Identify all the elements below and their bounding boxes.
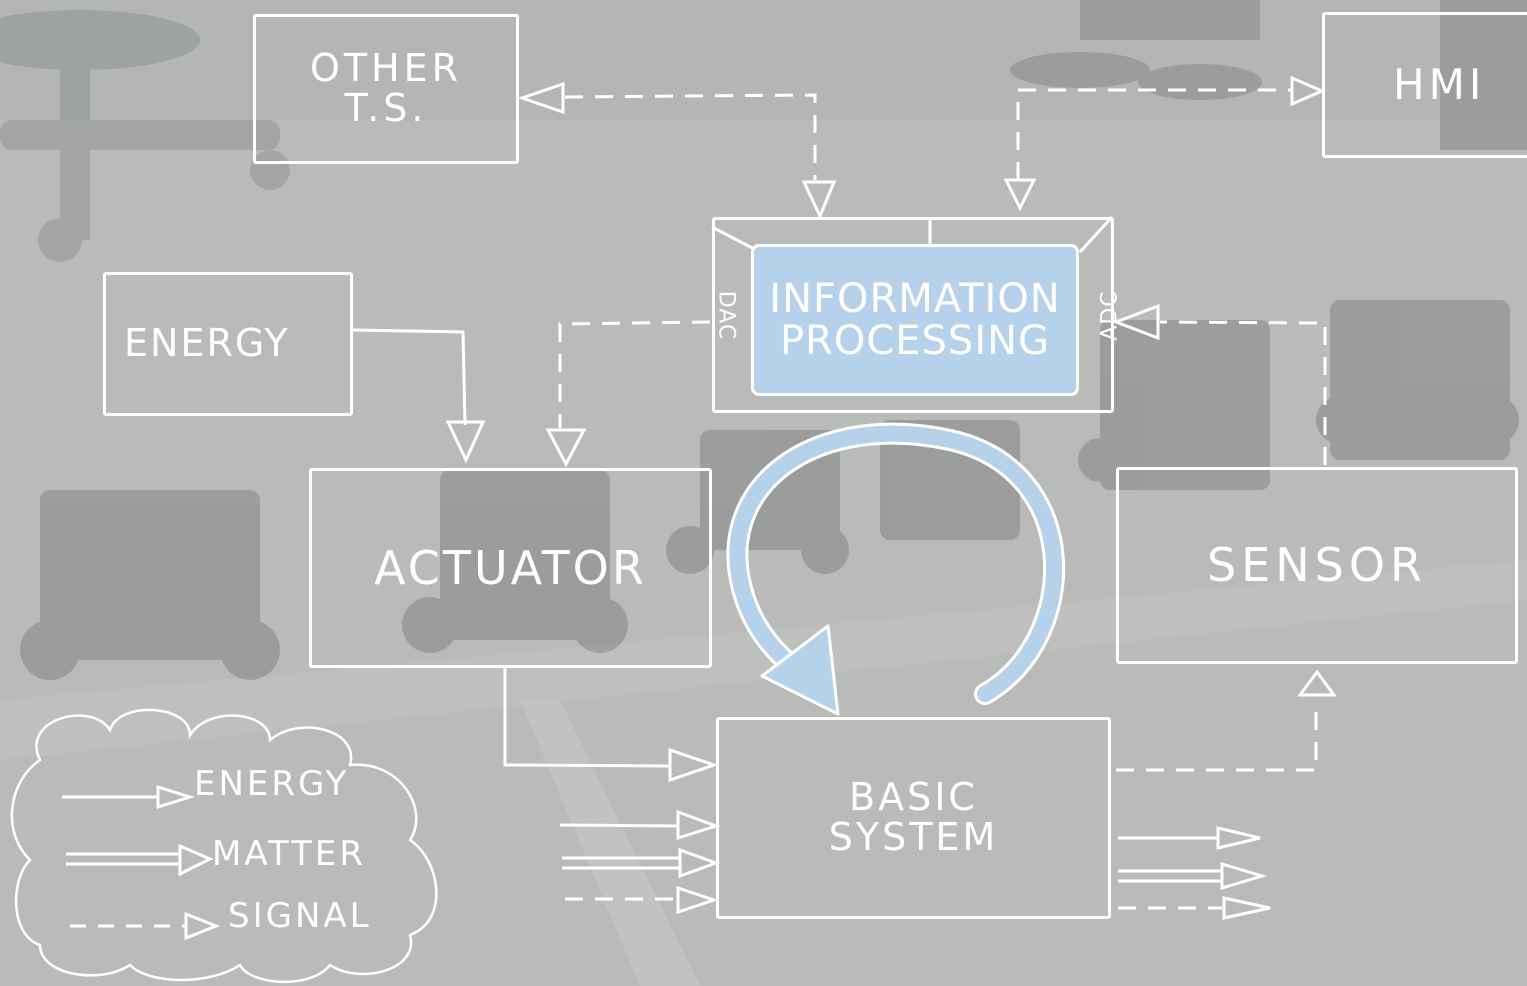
information-processing-box: INFORMATION PROCESSING DAC ADC xyxy=(712,217,1114,413)
energy-label: ENERGY xyxy=(124,324,290,364)
information-processing-core: INFORMATION PROCESSING xyxy=(751,244,1079,396)
legend-signal-label: SIGNAL xyxy=(228,896,372,936)
other-ts-box: OTHER T.S. xyxy=(253,14,519,164)
legend-matter-label: MATTER xyxy=(212,834,366,874)
basic-label-line2: SYSTEM xyxy=(829,818,998,858)
other-ts-label-line2: T.S. xyxy=(310,89,462,129)
sensor-box: SENSOR xyxy=(1116,467,1518,664)
info-label-line2: PROCESSING xyxy=(780,320,1050,362)
hmi-label: HMI xyxy=(1393,63,1485,107)
energy-box: ENERGY xyxy=(103,272,353,416)
other-ts-label-line1: OTHER xyxy=(310,49,462,89)
basic-label-line1: BASIC xyxy=(829,778,998,818)
legend-energy-label: ENERGY xyxy=(194,764,349,804)
hmi-box: HMI xyxy=(1322,12,1527,158)
actuator-label: ACTUATOR xyxy=(374,544,647,592)
sensor-label: SENSOR xyxy=(1207,541,1427,589)
dac-label: DAC xyxy=(714,291,737,341)
info-label-line1: INFORMATION xyxy=(769,278,1060,320)
actuator-box: ACTUATOR xyxy=(309,468,712,668)
basic-system-box: BASIC SYSTEM xyxy=(716,717,1111,919)
adc-label: ADC xyxy=(1099,290,1122,340)
